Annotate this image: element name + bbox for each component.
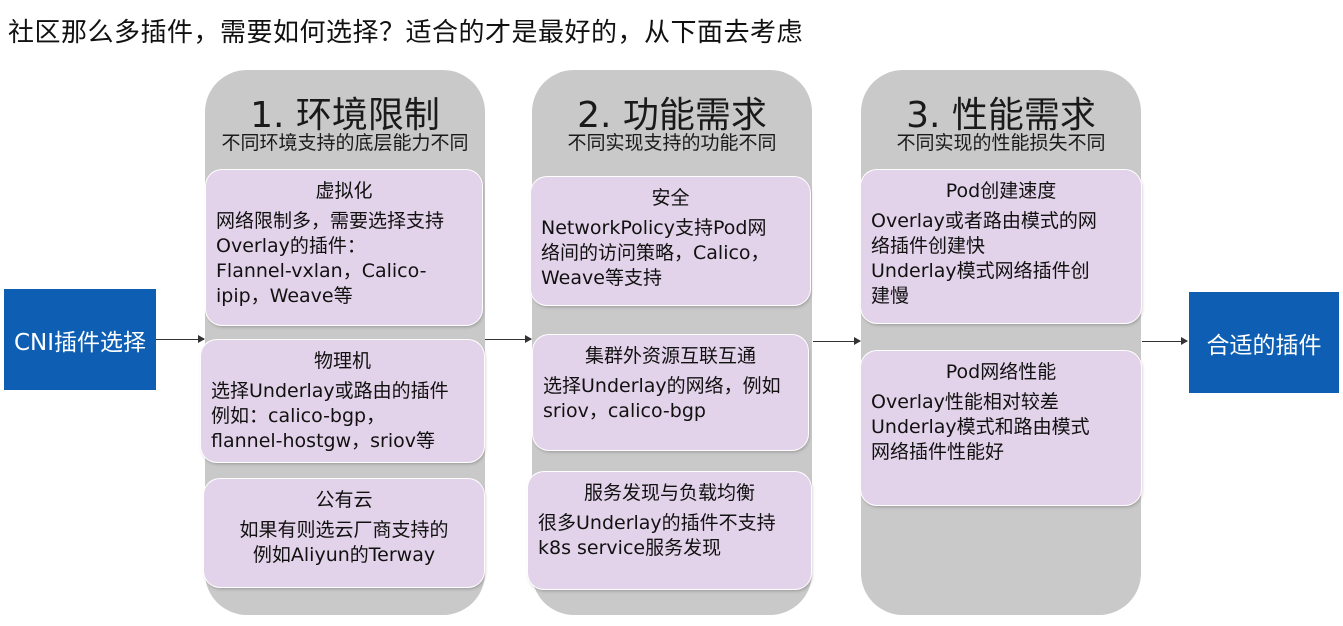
arrow-start-to-col1 [156, 335, 205, 343]
column-environment: 1. 环境限制 不同环境支持的底层能力不同 虚拟化 网络限制多，需要选择支持 O… [201, 70, 485, 615]
card-body: 网络限制多，需要选择支持 Overlay的插件： Flannel-vxlan，C… [216, 210, 445, 307]
column-title: 3. 性能需求 [906, 95, 1096, 136]
card-title: 公有云 [315, 489, 373, 511]
card-public-cloud: 公有云 如果有则选云厂商支持的 例如Aliyun的Terway [204, 479, 484, 587]
card-virtualization: 虚拟化 网络限制多，需要选择支持 Overlay的插件： Flannel-vxl… [206, 170, 482, 325]
column-title: 2. 功能需求 [577, 95, 767, 136]
card-body: 如果有则选云厂商支持的 例如Aliyun的Terway [239, 519, 449, 566]
card-title: 虚拟化 [315, 180, 373, 202]
card-title: Pod网络性能 [945, 361, 1057, 383]
card-title: 集群外资源互联互通 [584, 345, 756, 367]
card-title: 安全 [651, 187, 690, 209]
arrow-col1-to-col2 [485, 335, 532, 343]
card-body: 选择Underlay的网络，例如 sriov，calico-bgp [543, 375, 781, 422]
column-subtitle: 不同实现支持的功能不同 [567, 132, 777, 154]
card-body: NetworkPolicy支持Pod网 络间的访问策略，Calico， Weav… [541, 217, 770, 289]
card-body: 很多Underlay的插件不支持 k8s service服务发现 [538, 512, 776, 559]
column-subtitle: 不同环境支持的底层能力不同 [221, 132, 469, 154]
card-title: Pod创建速度 [945, 180, 1057, 202]
card-body: 选择Underlay或路由的插件 例如：calico-bgp， flannel-… [211, 380, 449, 452]
column-title: 1. 环境限制 [250, 95, 440, 136]
card-body: Overlay或者路由模式的网 络插件创建快 Underlay模式网络插件创 建… [871, 210, 1097, 307]
card-security: 安全 NetworkPolicy支持Pod网 络间的访问策略，Calico， W… [531, 177, 810, 305]
column-functional: 2. 功能需求 不同实现支持的功能不同 安全 NetworkPolicy支持Po… [528, 70, 812, 615]
card-service-discovery: 服务发现与负载均衡 很多Underlay的插件不支持 k8s service服务… [528, 472, 811, 589]
headline: 社区那么多插件，需要如何选择？适合的才是最好的，从下面去考虑 [8, 18, 804, 48]
card-physical-machine: 物理机 选择Underlay或路由的插件 例如：calico-bgp， flan… [201, 340, 484, 462]
arrow-col2-to-col3 [813, 337, 861, 345]
card-pod-network-performance: Pod网络性能 Overlay性能相对较差 Underlay模式和路由模式 网络… [861, 351, 1141, 505]
card-pod-creation-speed: Pod创建速度 Overlay或者路由模式的网 络插件创建快 Underlay模… [861, 170, 1141, 323]
arrow-col3-to-end [1142, 337, 1188, 345]
card-title: 物理机 [313, 350, 371, 372]
start-box-cni-selection: CNI插件选择 [4, 289, 156, 390]
column-performance: 3. 性能需求 不同实现的性能损失不同 Pod创建速度 Overlay或者路由模… [861, 70, 1141, 615]
card-body: Overlay性能相对较差 Underlay模式和路由模式 网络插件性能好 [871, 391, 1090, 463]
end-box-suitable-plugin: 合适的插件 [1189, 292, 1339, 393]
column-subtitle: 不同实现的性能损失不同 [896, 132, 1106, 154]
card-external-interconnect: 集群外资源互联互通 选择Underlay的网络，例如 sriov，calico-… [533, 335, 808, 450]
card-title: 服务发现与负载均衡 [583, 482, 755, 504]
